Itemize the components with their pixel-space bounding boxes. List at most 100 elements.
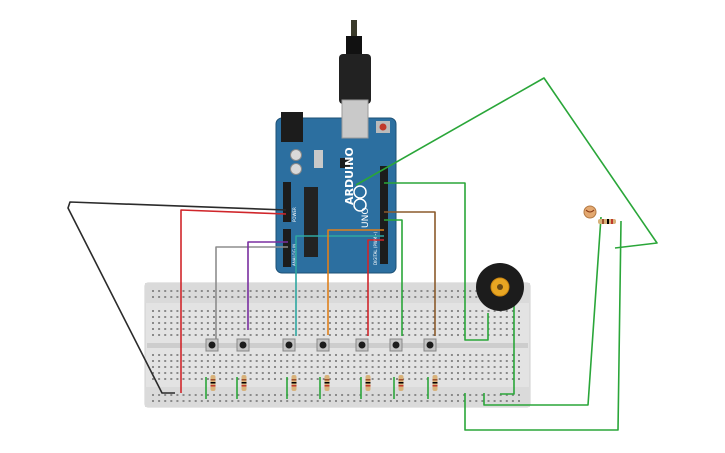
push-button[interactable] <box>316 338 330 352</box>
breadboard-hole <box>438 372 441 374</box>
resistor[interactable] <box>236 375 247 399</box>
breadboard-hole <box>499 360 502 362</box>
breadboard-hole <box>493 354 496 356</box>
breadboard-hole <box>286 354 289 356</box>
wire-purple[interactable] <box>247 241 288 330</box>
breadboard-hole <box>377 296 380 298</box>
breadboard[interactable] <box>144 282 531 408</box>
breadboard-hole <box>267 400 270 402</box>
photoresistor[interactable] <box>583 205 616 224</box>
breadboard-hole <box>261 328 264 330</box>
breadboard-hole <box>438 296 441 298</box>
breadboard-hole <box>414 360 417 362</box>
breadboard-hole <box>176 316 179 318</box>
breadboard-hole <box>310 354 313 356</box>
breadboard-hole <box>255 378 258 380</box>
breadboard-hole <box>499 328 502 330</box>
wire-green-sensor-loop[interactable] <box>464 220 622 431</box>
breadboard-hole <box>347 378 350 380</box>
breadboard-hole <box>292 310 295 312</box>
breadboard-hole <box>322 328 325 330</box>
breadboard-hole <box>219 354 222 356</box>
breadboard-hole <box>255 400 258 402</box>
breadboard-hole <box>292 316 295 318</box>
resistor[interactable] <box>286 375 297 399</box>
breadboard-hole <box>396 316 398 318</box>
breadboard-hole <box>328 290 331 292</box>
push-button[interactable] <box>423 338 437 352</box>
breadboard-hole <box>152 354 154 356</box>
wire-teal[interactable] <box>295 235 384 336</box>
piezo-buzzer[interactable] <box>476 263 524 311</box>
breadboard-hole <box>511 334 514 336</box>
wire-red-digital[interactable] <box>367 239 384 336</box>
breadboard-hole <box>170 328 173 330</box>
breadboard-hole <box>359 328 362 330</box>
breadboard-hole <box>365 296 368 298</box>
breadboard-hole <box>377 394 380 396</box>
wire-green-buzzer-gnd[interactable] <box>500 305 515 395</box>
breadboard-hole <box>511 378 514 380</box>
breadboard-hole <box>487 378 490 380</box>
push-button[interactable] <box>205 338 219 352</box>
breadboard-hole <box>396 354 398 356</box>
breadboard-hole <box>518 310 520 312</box>
breadboard-hole <box>511 310 514 312</box>
wire-green-digital[interactable] <box>384 219 403 336</box>
breadboard-hole <box>383 316 386 318</box>
wire-red-5v[interactable] <box>180 209 287 393</box>
resistor[interactable] <box>319 375 330 399</box>
breadboard-hole <box>188 290 191 292</box>
breadboard-hole <box>255 310 258 312</box>
breadboard-hole <box>298 372 301 374</box>
breadboard-hole <box>182 394 185 396</box>
breadboard-hole <box>225 296 228 298</box>
push-button[interactable] <box>389 338 403 352</box>
push-button[interactable] <box>282 338 296 352</box>
resistor[interactable] <box>427 375 438 399</box>
push-button[interactable] <box>355 338 369 352</box>
breadboard-hole <box>432 400 435 402</box>
arduino-uno-board[interactable]: ARDUINO UNO DIGITAL (PWM~) POWER ANALOG … <box>275 20 397 274</box>
wire-green-buzzer[interactable] <box>384 182 489 341</box>
breadboard-hole <box>481 360 484 362</box>
breadboard-hole <box>158 334 161 336</box>
breadboard-hole <box>249 334 252 336</box>
breadboard-hole <box>463 354 466 356</box>
breadboard-hole <box>194 366 197 368</box>
breadboard-hole <box>420 322 423 324</box>
push-button[interactable] <box>236 338 250 352</box>
wire-brown-digital[interactable] <box>384 211 436 336</box>
breadboard-hole <box>274 328 276 330</box>
breadboard-hole <box>475 290 478 292</box>
breadboard-hole <box>389 334 392 336</box>
breadboard-hole <box>359 360 362 362</box>
breadboard-hole <box>322 372 325 374</box>
resistor[interactable] <box>360 375 371 399</box>
breadboard-hole <box>194 316 197 318</box>
breadboard-hole <box>402 394 405 396</box>
breadboard-hole <box>261 316 264 318</box>
resistor[interactable] <box>393 375 404 399</box>
breadboard-hole <box>335 334 337 336</box>
breadboard-hole <box>444 372 447 374</box>
wire-green-sensor-diagonal[interactable] <box>355 77 658 249</box>
digital-header <box>380 166 388 264</box>
breadboard-hole <box>261 334 264 336</box>
wire-black-ground[interactable] <box>67 201 287 394</box>
breadboard-hole <box>322 322 325 324</box>
breadboard-hole <box>164 394 167 396</box>
breadboard-hole <box>432 334 435 336</box>
wire-gray[interactable] <box>215 246 288 343</box>
breadboard-hole <box>377 322 380 324</box>
resistor[interactable] <box>205 375 216 399</box>
breadboard-hole <box>335 310 337 312</box>
breadboard-hole <box>255 296 258 298</box>
breadboard-hole <box>371 400 374 402</box>
wire-orange[interactable] <box>327 229 384 335</box>
breadboard-hole <box>487 310 490 312</box>
breadboard-hole <box>377 354 380 356</box>
wire-green-sensor-low[interactable] <box>483 216 602 406</box>
breadboard-hole <box>231 378 234 380</box>
